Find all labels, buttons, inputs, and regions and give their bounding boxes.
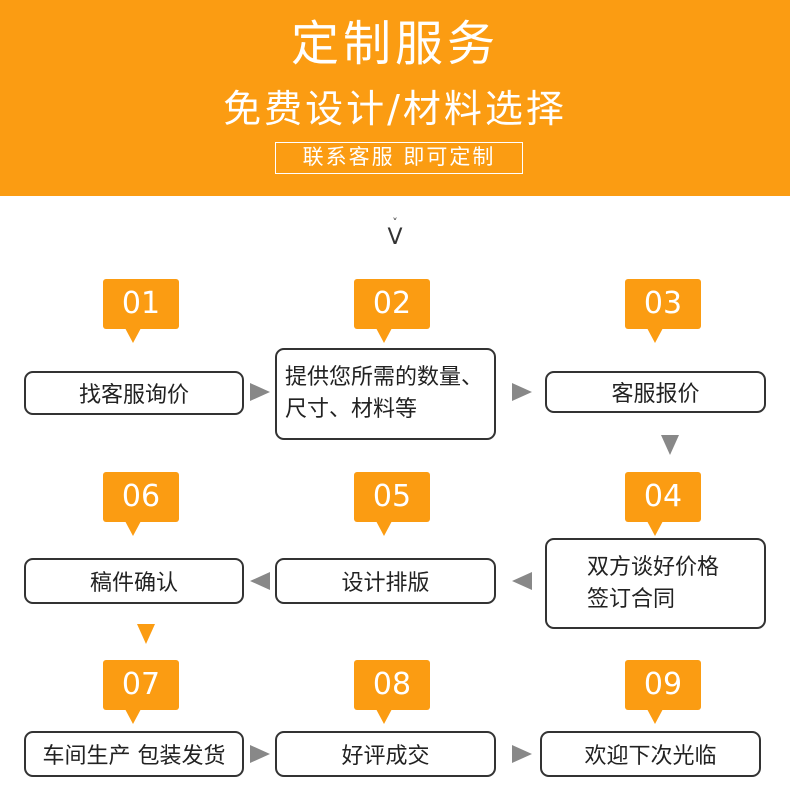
step-badge-02: 02: [354, 279, 430, 343]
arrow-left-icon: [512, 572, 532, 590]
banner-title: 定制服务: [290, 16, 499, 72]
step-box-08: 好评成交: [275, 731, 496, 777]
step-label-02-line2: 尺寸、材料等: [285, 397, 418, 422]
step-label-07: 车间生产 包装发货: [42, 744, 226, 769]
header-banner: 定制服务 免费设计/材料选择 联系客服 即可定制: [0, 0, 790, 196]
step-label-01: 找客服询价: [78, 383, 189, 408]
step-badge-09: 09: [625, 660, 701, 724]
step-box-03: 客服报价: [545, 371, 766, 413]
step-badge-08: 08: [354, 660, 430, 724]
arrow-left-icon: [250, 572, 270, 590]
step-badge-03: 03: [625, 279, 701, 343]
step-badge-04: 04: [625, 472, 701, 536]
chevron-down-icon: ˅ V: [387, 216, 403, 250]
step-badge-05: 05: [354, 472, 430, 536]
arrow-right-icon: [250, 383, 270, 401]
step-box-04: 双方谈好价格 签订合同: [545, 538, 766, 629]
step-box-01: 找客服询价: [24, 371, 244, 415]
step-label-08: 好评成交: [341, 744, 430, 769]
contact-service-button[interactable]: 联系客服 即可定制: [275, 142, 523, 174]
arrow-right-icon: [512, 383, 532, 401]
step-label-04-line2: 签订合同: [587, 586, 676, 612]
step-badge-07: 07: [103, 660, 179, 724]
step-label-09: 欢迎下次光临: [584, 744, 717, 769]
step-box-07: 车间生产 包装发货: [24, 731, 244, 777]
step-label-02-line1: 提供您所需的数量、: [285, 365, 484, 390]
step-box-09: 欢迎下次光临: [540, 731, 761, 777]
step-box-06: 稿件确认: [24, 558, 244, 604]
arrow-down-icon: [137, 624, 155, 644]
arrow-right-icon: [250, 745, 270, 763]
step-box-05: 设计排版: [275, 558, 496, 604]
step-badge-01: 01: [103, 279, 179, 343]
step-label-04-line1: 双方谈好价格: [587, 554, 720, 580]
arrow-down-icon: [661, 435, 679, 455]
step-label-05: 设计排版: [341, 571, 430, 596]
step-label-03: 客服报价: [611, 382, 700, 407]
arrow-right-icon: [512, 745, 532, 763]
banner-subtitle: 免费设计/材料选择: [223, 87, 567, 131]
step-label-06: 稿件确认: [89, 571, 178, 596]
step-badge-06: 06: [103, 472, 179, 536]
step-box-02: 提供您所需的数量、 尺寸、材料等: [275, 348, 496, 440]
